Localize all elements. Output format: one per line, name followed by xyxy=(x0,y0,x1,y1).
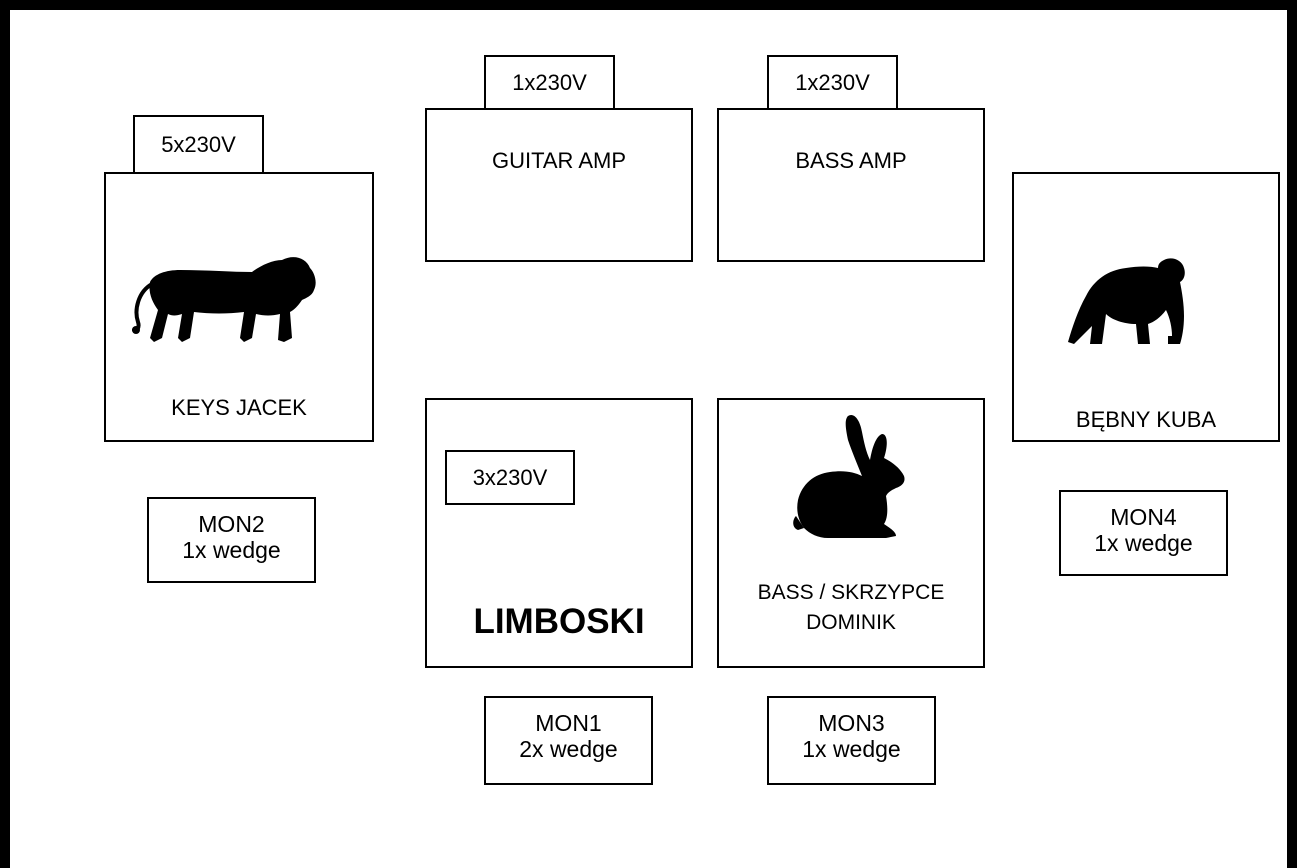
limboski-label: LIMBOSKI xyxy=(473,602,645,641)
mon3-desc: 1x wedge xyxy=(802,736,901,762)
monitor-mon3: MON3 1x wedge xyxy=(767,696,936,785)
monitor-mon1: MON1 2x wedge xyxy=(484,696,653,785)
bass-violin-label-line2: DOMINIK xyxy=(806,611,896,634)
mon4-name: MON4 xyxy=(1110,504,1177,530)
monitor-mon4: MON4 1x wedge xyxy=(1059,490,1228,576)
keys-power-label: 5x230V xyxy=(133,115,264,174)
limboski-power-label: 3x230V xyxy=(445,450,575,505)
bass-amp-label: BASS AMP xyxy=(795,148,907,173)
mon4-desc: 1x wedge xyxy=(1094,530,1193,556)
drums-label: BĘBNY KUBA xyxy=(1075,407,1217,432)
bass-violin-position: BASS / SKRZYPCE DOMINIK xyxy=(717,398,985,668)
mon2-desc: 1x wedge xyxy=(182,537,281,563)
guitar-amp-label: GUITAR AMP xyxy=(491,148,627,173)
lion-icon xyxy=(132,252,322,347)
guitar-amp: GUITAR AMP xyxy=(425,108,693,262)
bass-violin-label-line1: BASS / SKRZYPCE xyxy=(757,581,945,604)
bass-amp: BASS AMP xyxy=(717,108,985,262)
bass-amp-power-label: 1x230V xyxy=(767,55,898,110)
keys-label: KEYS JACEK xyxy=(171,395,307,420)
keys-position: KEYS JACEK xyxy=(104,172,374,442)
limboski-position: 3x230V LIMBOSKI xyxy=(425,398,693,668)
gorilla-icon xyxy=(1068,252,1198,347)
rabbit-icon xyxy=(792,412,912,542)
mon1-name: MON1 xyxy=(535,710,602,736)
mon1-desc: 2x wedge xyxy=(519,736,618,762)
guitar-amp-power-label: 1x230V xyxy=(484,55,615,110)
mon3-name: MON3 xyxy=(818,710,885,736)
monitor-mon2: MON2 1x wedge xyxy=(147,497,316,583)
mon2-name: MON2 xyxy=(198,511,265,537)
drums-position: BĘBNY KUBA xyxy=(1012,172,1280,442)
